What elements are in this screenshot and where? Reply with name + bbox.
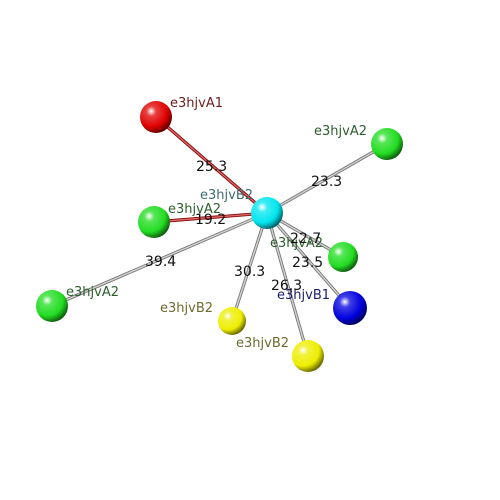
edge-yellow-small [230,211,269,323]
sphere-green-top-right [371,128,403,160]
node-label-green-top-right: e3hjvA2 [314,124,367,139]
edge-distance-label-yellow-small: 30.3 [234,264,265,280]
edge-distance-label-green-near: 22.7 [290,231,321,247]
edge-distance-label-red-a1: 25.3 [196,159,227,175]
node-label-yellow-bottom: e3hjvB2 [236,336,289,351]
node-label-green-far-left: e3hjvA2 [66,285,119,300]
node-label-green-left: e3hjvA2 [168,202,221,217]
edge-blue-b1 [265,211,352,310]
labels-layer: e3hjvA1e3hjvA2e3hjvA2e3hjvA2e3hjvA2e3hjv… [66,96,367,351]
sphere-green-near [328,242,358,272]
sphere-center [251,197,283,229]
sphere-red-a1 [140,101,172,133]
sphere-green-left [138,206,170,238]
node-label-center: e3hjvB2 [200,188,253,203]
sphere-blue-b1 [333,291,367,325]
sphere-yellow-bottom [292,340,324,372]
nodes-layer [36,101,403,372]
sphere-green-far-left [36,290,68,322]
edge-distance-label-green-top-right: 23.3 [311,174,342,190]
node-label-red-a1: e3hjvA1 [170,96,223,111]
edge-distance-label-green-left: 19.2 [195,212,226,228]
edge-yellow-bottom [265,211,310,358]
node-label-blue-b1: e3hjvB1 [277,288,330,303]
edge-green-top-right [265,142,389,215]
edge-green-left [152,211,269,224]
edge-distance-label-green-far-left: 39.4 [145,254,176,270]
edge-red-a1 [154,115,269,215]
edge-distance-label-yellow-bottom: 26.3 [271,278,302,294]
edge-green-far-left [50,211,269,308]
node-label-green-near: e3hjvA2 [270,236,323,251]
node-label-yellow-small: e3hjvB2 [160,301,213,316]
sphere-yellow-small [218,307,246,335]
edge-distance-label-blue-b1: 23.5 [292,255,323,271]
